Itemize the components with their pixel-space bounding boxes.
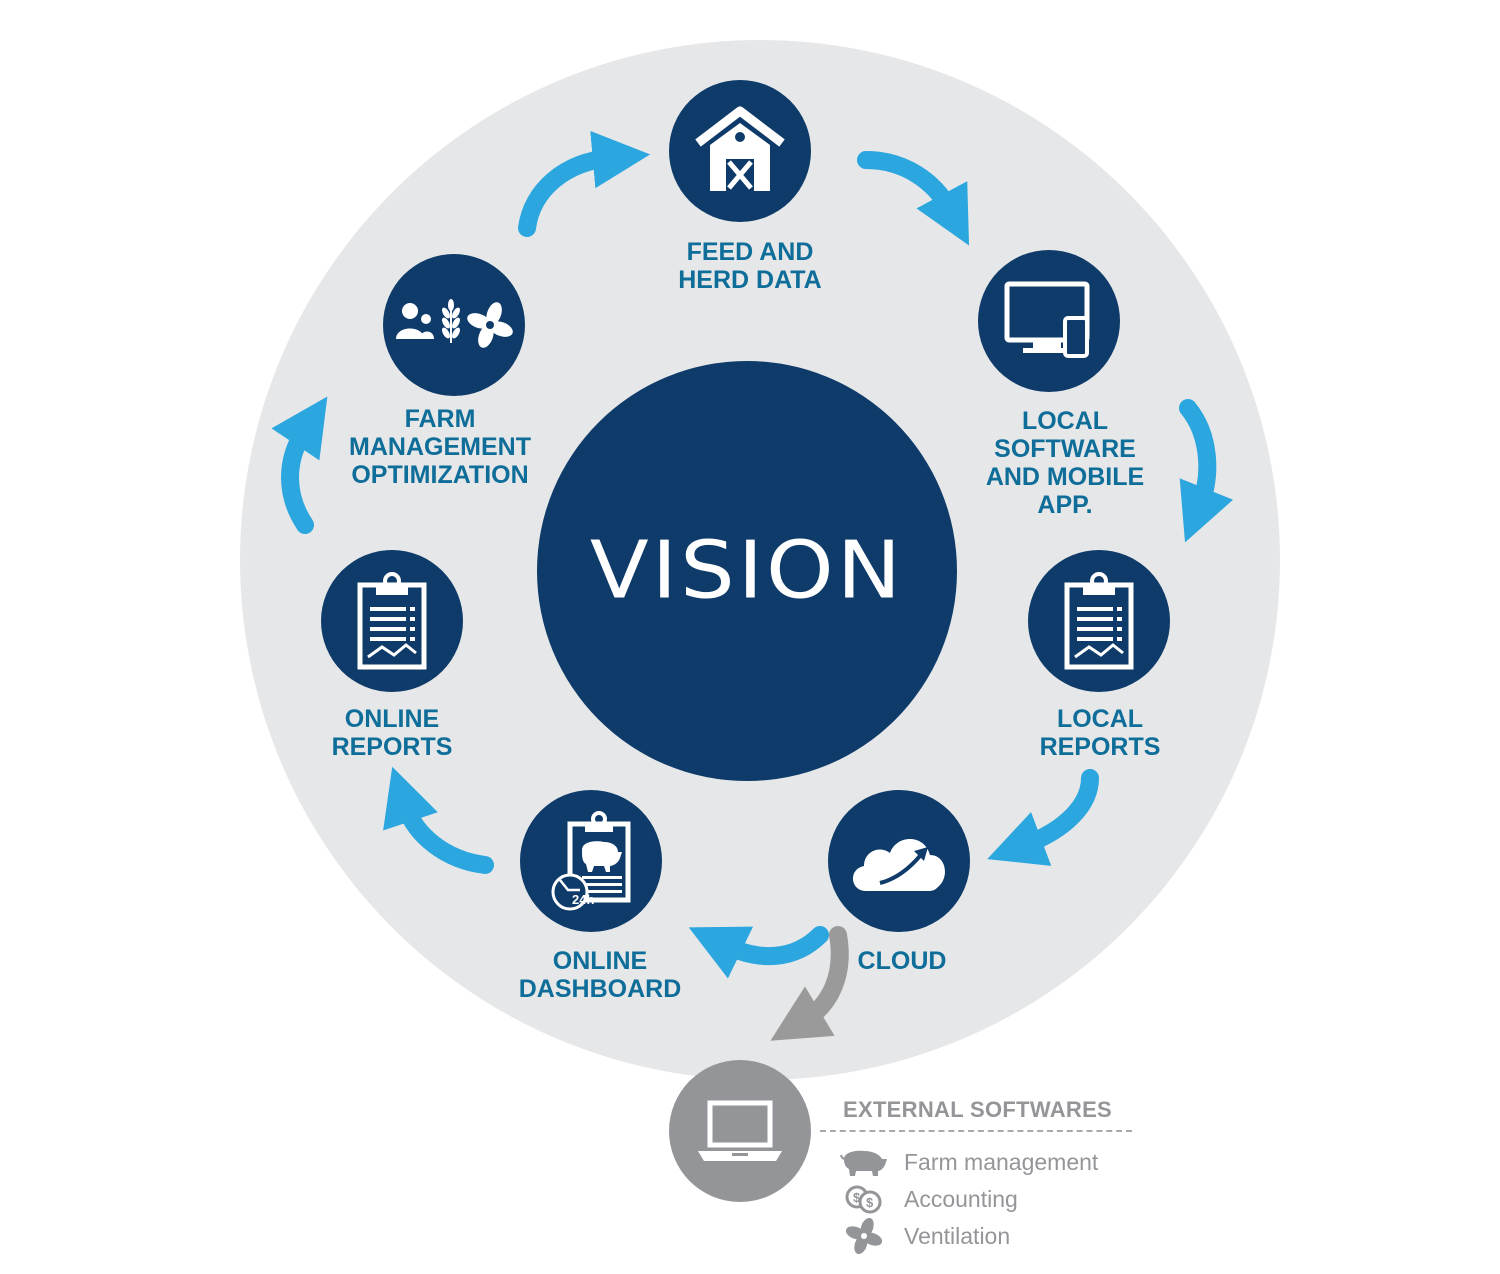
- arrow-dashboard-to-online-reports: [383, 766, 494, 874]
- feed-herd-node: [669, 80, 811, 222]
- computer-mobile-icon: [1004, 281, 1090, 358]
- farm-management-label: FARM MANAGEMENT OPTIMIZATION: [349, 405, 531, 489]
- external-softwares-title: EXTERNAL SOFTWARES: [843, 1097, 1113, 1122]
- local-reports-label: LOCAL REPORTS: [1039, 705, 1161, 761]
- cloud-label: CLOUD: [857, 947, 947, 975]
- vision-center-circle: VISION: [537, 361, 957, 781]
- external-item-farm-management: Farm management: [840, 1145, 1098, 1179]
- external-item-label: Accounting: [904, 1185, 1018, 1212]
- pig-icon: [840, 1150, 887, 1176]
- svg-text:$: $: [853, 1190, 861, 1205]
- online-reports-node: [321, 550, 463, 692]
- arrow-online-reports-to-farm: [271, 396, 328, 534]
- online-dashboard-label: ONLINE DASHBOARD: [518, 947, 682, 1003]
- dashboard-clipboard-icon: 24h: [551, 811, 631, 911]
- arrow-local-software-to-local-reports: [1179, 399, 1234, 543]
- arrow-farm-to-feed: [518, 130, 651, 237]
- barn-icon: [695, 106, 785, 191]
- fan-icon: [467, 302, 513, 348]
- feed-herd-label: FEED AND HERD DATA: [678, 238, 822, 294]
- fan-icon: [845, 1218, 883, 1254]
- clipboard-report-icon: [1064, 572, 1134, 670]
- arrow-cloud-to-external: [770, 926, 849, 1041]
- arrow-local-reports-to-cloud: [987, 769, 1099, 866]
- external-item-label: Farm management: [904, 1148, 1099, 1175]
- external-softwares-node: [669, 1060, 811, 1202]
- online-dashboard-node: 24h: [520, 790, 662, 932]
- pig-icon: [582, 841, 622, 872]
- clipboard-report-icon: [357, 572, 427, 670]
- laptop-icon: [698, 1100, 782, 1161]
- local-software-label: LOCAL SOFTWARE AND MOBILE APP.: [985, 407, 1145, 519]
- svg-text:24h: 24h: [572, 892, 594, 907]
- external-item-ventilation: Ventilation: [840, 1218, 1011, 1254]
- arrow-feed-to-local-software: [857, 151, 970, 246]
- online-reports-label: ONLINE REPORTS: [331, 705, 453, 761]
- coins-icon: $ $: [845, 1185, 882, 1214]
- external-item-label: Ventilation: [904, 1222, 1011, 1249]
- person-icon: [396, 303, 434, 339]
- local-software-node: [978, 250, 1120, 392]
- wheat-icon: [442, 299, 460, 343]
- external-divider: [820, 1130, 1132, 1132]
- svg-text:$: $: [866, 1195, 874, 1210]
- center-title: VISION: [589, 525, 905, 617]
- cloud-icon: [852, 839, 945, 891]
- farm-management-node: [383, 254, 525, 396]
- cloud-node: [828, 790, 970, 932]
- local-reports-node: [1028, 550, 1170, 692]
- farm-optimization-icons: [396, 299, 513, 348]
- external-item-accounting: $ $ Accounting: [840, 1182, 1018, 1216]
- arrow-cloud-to-dashboard: [688, 926, 829, 979]
